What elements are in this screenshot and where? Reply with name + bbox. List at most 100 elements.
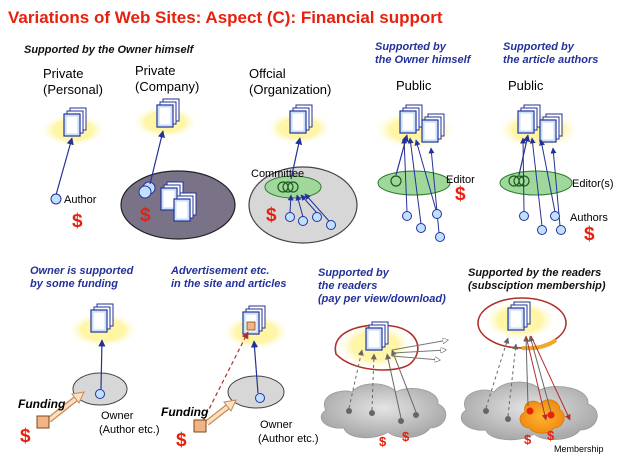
ad-revenue-arrow bbox=[202, 331, 249, 422]
document-stack-icon bbox=[421, 113, 445, 143]
panel-public-authors: Supported by the article authors Public … bbox=[496, 41, 614, 245]
editor-label: Editor bbox=[446, 174, 475, 186]
owner-ellipse bbox=[227, 375, 285, 409]
member-icon bbox=[138, 185, 152, 199]
owner-sublabel: (Author etc.) bbox=[258, 433, 319, 445]
caption-supported-by: Supported by bbox=[503, 41, 575, 53]
dollar-icon: $ bbox=[584, 224, 595, 245]
owner-sublabel: (Author etc.) bbox=[99, 424, 160, 436]
editors-label: Editor(s) bbox=[572, 178, 614, 190]
diagram-title: Variations of Web Sites: Aspect (C): Fin… bbox=[8, 8, 443, 27]
panel-pay-per-view: Supported by the readers (pay per view/d… bbox=[318, 267, 448, 449]
funding-label: Funding bbox=[161, 405, 209, 419]
document-stack-icon bbox=[90, 303, 114, 333]
committee-label: Committee bbox=[251, 168, 304, 180]
caption-article-authors: the article authors bbox=[503, 54, 598, 66]
panel-private-personal: Private (Personal) Author $ bbox=[40, 66, 106, 232]
arrow bbox=[149, 130, 165, 185]
arrow bbox=[407, 137, 422, 225]
document-stack-icon bbox=[517, 104, 541, 134]
arrow bbox=[55, 137, 74, 196]
member-icon bbox=[285, 212, 295, 222]
document-stack-icon bbox=[289, 104, 313, 134]
caption-site-articles: in the site and articles bbox=[171, 278, 287, 290]
panel-funding: Owner is supported by some funding Fundi… bbox=[18, 265, 160, 447]
dollar-icon: $ bbox=[72, 211, 83, 232]
label-private: Private bbox=[43, 66, 83, 81]
document-stack-icon bbox=[173, 192, 197, 222]
owner-label: Owner bbox=[260, 419, 293, 431]
reader-arrow bbox=[507, 343, 519, 417]
member-icon bbox=[312, 212, 322, 222]
document-stack-icon bbox=[156, 98, 180, 128]
dollar-icon: $ bbox=[176, 430, 187, 451]
reader-icon bbox=[435, 232, 445, 242]
caption-advertisement: Advertisement etc. bbox=[170, 265, 269, 277]
caption-pay-per-view: (pay per view/download) bbox=[318, 293, 446, 305]
funding-arrow-core bbox=[47, 395, 80, 422]
readers-cloud bbox=[320, 383, 447, 439]
document-stack-icon bbox=[507, 301, 531, 331]
dollar-icon: $ bbox=[266, 205, 277, 226]
author-icon bbox=[519, 211, 529, 221]
caption-owner-himself: the Owner himself bbox=[375, 54, 472, 66]
member-dot bbox=[526, 407, 534, 415]
owner-label: Owner bbox=[101, 410, 134, 422]
member-arrow bbox=[523, 335, 530, 407]
arrow bbox=[250, 340, 259, 394]
reader-dot bbox=[505, 416, 511, 422]
reader-arrow bbox=[391, 349, 417, 413]
download-arrow bbox=[392, 350, 446, 354]
content-arrow bbox=[530, 335, 571, 421]
reader-icon bbox=[402, 211, 412, 221]
editor-ellipse bbox=[377, 170, 451, 196]
download-arrow bbox=[391, 340, 448, 351]
dollar-icon: $ bbox=[547, 428, 555, 443]
caption-subscription: (subsciption membership) bbox=[468, 280, 606, 292]
dollar-icon: $ bbox=[455, 184, 466, 205]
caption-by-funding: by some funding bbox=[30, 278, 118, 290]
member-icon bbox=[326, 220, 336, 230]
dollar-icon: $ bbox=[20, 426, 31, 447]
arrow bbox=[98, 339, 106, 390]
label-public: Public bbox=[508, 78, 544, 93]
download-arrow bbox=[391, 355, 440, 360]
arrow bbox=[414, 139, 437, 211]
arrow bbox=[401, 137, 408, 213]
author-icon bbox=[556, 225, 566, 235]
panel-advertisement: Advertisement etc. in the site and artic… bbox=[161, 265, 319, 451]
caption-supported-by: Supported by bbox=[318, 267, 390, 279]
caption-supported-by-readers: Supported by the readers bbox=[468, 267, 601, 279]
arrow bbox=[539, 139, 556, 213]
dollar-icon: $ bbox=[140, 205, 151, 226]
arrow bbox=[520, 137, 527, 213]
caption-owner-himself: Supported by the Owner himself bbox=[24, 44, 195, 56]
label-private: Private bbox=[135, 63, 175, 78]
funding-box-icon bbox=[36, 415, 50, 429]
funding-arrow-head bbox=[71, 391, 85, 404]
document-stack-icon bbox=[539, 113, 563, 143]
panel-private-company: Private (Company) $ bbox=[120, 63, 236, 240]
reader-dot bbox=[483, 408, 489, 414]
member-dot bbox=[547, 411, 555, 419]
reader-arrow bbox=[385, 353, 402, 419]
funding-label: Funding bbox=[18, 397, 66, 411]
reader-dot bbox=[346, 408, 352, 414]
reader-arrow bbox=[485, 337, 510, 409]
reader-dot bbox=[413, 412, 419, 418]
arrow bbox=[529, 137, 543, 227]
content-arrow bbox=[525, 335, 548, 421]
arrow bbox=[287, 194, 294, 214]
reader-arrow bbox=[348, 349, 364, 409]
label-public: Public bbox=[396, 78, 432, 93]
reader-icon bbox=[432, 209, 442, 219]
dollar-icon: $ bbox=[402, 429, 410, 444]
document-stack-icon bbox=[399, 104, 423, 134]
arrow bbox=[304, 193, 330, 222]
document-stack-icon bbox=[365, 321, 389, 351]
member-icon bbox=[298, 216, 308, 226]
panel-official-organization: Offcial (Organization) Committee $ bbox=[248, 66, 358, 244]
arrow bbox=[295, 194, 304, 218]
document-stack-icon bbox=[63, 107, 87, 137]
